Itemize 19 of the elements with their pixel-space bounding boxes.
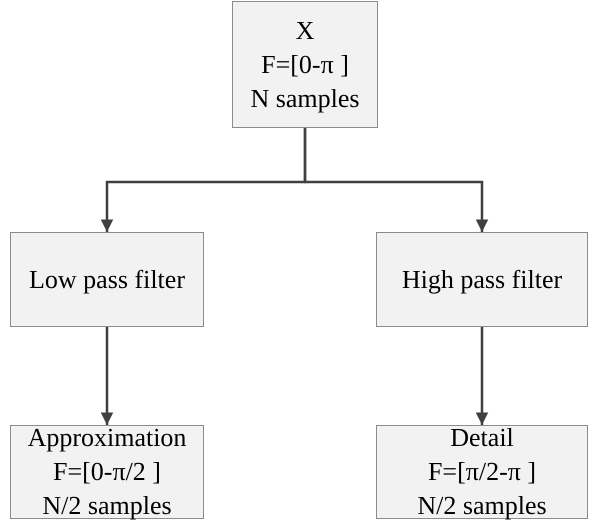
box-text: F=[π/2-π ] xyxy=(428,456,536,488)
box-text: Detail xyxy=(450,422,514,454)
process-box xyxy=(10,232,204,327)
box-text: N/2 samples xyxy=(417,490,547,521)
box-text: X xyxy=(296,14,314,46)
arrow xyxy=(476,327,488,425)
box-text: N/2 samples xyxy=(42,490,172,521)
box-text: Approximation xyxy=(28,422,186,454)
process-box xyxy=(10,425,204,519)
process-box xyxy=(376,232,588,327)
box-text: N samples xyxy=(250,82,360,114)
box-text: High pass filter xyxy=(402,264,562,296)
arrow xyxy=(100,327,114,425)
box-text: F=[0-π/2 ] xyxy=(53,456,161,488)
box-text: F=[0-π ] xyxy=(261,48,349,80)
process-box xyxy=(376,425,588,519)
box-text: Low pass filter xyxy=(29,264,185,296)
arrow xyxy=(304,128,488,232)
process-box xyxy=(232,1,378,128)
